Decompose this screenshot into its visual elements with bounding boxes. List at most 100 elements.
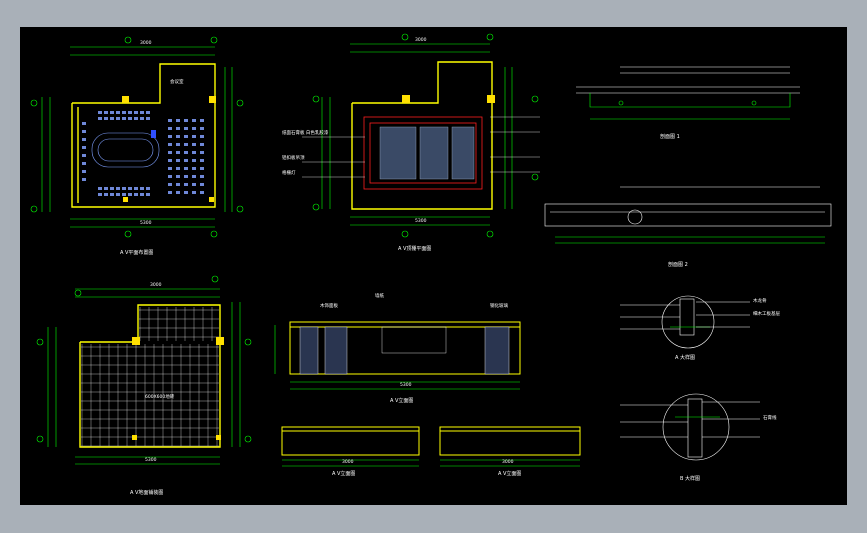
chair: [192, 191, 196, 194]
caption-elev-1: A V立面图: [390, 398, 414, 404]
plan-ceiling-dims: [312, 33, 539, 238]
chair: [176, 167, 180, 170]
chair: [116, 117, 120, 120]
lamp-note: 格栅灯: [282, 171, 296, 176]
chair: [192, 127, 196, 130]
chair: [200, 191, 204, 194]
chair: [104, 111, 108, 114]
chair: [168, 167, 172, 170]
chair: [140, 117, 144, 120]
section-2: [544, 186, 832, 244]
caption-elev-2: A V立面图: [332, 471, 356, 477]
chair: [168, 119, 172, 122]
chair: [104, 117, 108, 120]
chair: [122, 117, 126, 120]
chair: [168, 135, 172, 138]
dim-elev-1-bottom: 5300: [400, 383, 412, 388]
chair: [134, 187, 138, 190]
wall-note-1: 木饰面板: [320, 304, 338, 309]
dim-plan-2-top: 3000: [415, 38, 427, 43]
caption-detail-1: A 大样图: [675, 355, 696, 361]
chair: [184, 183, 188, 186]
elevation-3: [439, 426, 581, 456]
room-name-label: 会议室: [170, 80, 184, 85]
chair: [192, 167, 196, 170]
ceiling-note-1: 纸面石膏板 白色乳胶漆: [282, 131, 329, 136]
chair: [104, 193, 108, 196]
chair: [192, 143, 196, 146]
chair: [184, 127, 188, 130]
chair: [146, 111, 150, 114]
chair: [176, 119, 180, 122]
dim-elev-2-bottom: 3000: [342, 460, 354, 465]
elevation-1-panels: [299, 326, 510, 375]
caption-plan-2: A V顶棚平面图: [398, 246, 432, 252]
plan-floor-columns: [132, 337, 224, 440]
chair: [82, 154, 86, 157]
caption-section-2: 剖面图 2: [668, 262, 688, 268]
chair: [122, 187, 126, 190]
chair: [176, 135, 180, 138]
caption-plan-1: A V平面布置图: [120, 250, 154, 256]
caption-section-1: 剖面图 1: [660, 134, 680, 140]
chair: [168, 183, 172, 186]
chair: [192, 119, 196, 122]
chair: [128, 111, 132, 114]
chair: [192, 159, 196, 162]
chair: [176, 143, 180, 146]
floor-tile-label: 600X600地砖: [145, 395, 175, 400]
chair: [82, 146, 86, 149]
elevation-1-dims: [274, 325, 520, 390]
chair: [200, 167, 204, 170]
chair: [146, 187, 150, 190]
chair: [176, 191, 180, 194]
chair: [192, 151, 196, 154]
plan-floor-dims: [36, 275, 252, 465]
chair: [184, 191, 188, 194]
elevation-2: [281, 426, 420, 456]
dim-plan-1-bottom: 5300: [140, 221, 152, 226]
chair: [110, 117, 114, 120]
ceiling-note-2: 铝扣板吊顶: [282, 156, 305, 161]
detail-note-3: 石膏线: [763, 416, 777, 421]
chair: [122, 111, 126, 114]
chair: [98, 193, 102, 196]
chair: [168, 127, 172, 130]
chair: [184, 159, 188, 162]
caption-detail-2: B 大样图: [680, 476, 701, 482]
chair: [110, 193, 114, 196]
chair: [200, 119, 204, 122]
detail-note-2: 细木工板基层: [753, 312, 780, 317]
chair: [134, 111, 138, 114]
chair: [122, 193, 126, 196]
chair: [82, 130, 86, 133]
chair: [176, 159, 180, 162]
chair: [184, 167, 188, 170]
chair: [200, 159, 204, 162]
chair: [168, 175, 172, 178]
chair: [128, 193, 132, 196]
chair: [82, 162, 86, 165]
chair: [98, 117, 102, 120]
chair: [184, 135, 188, 138]
chair: [98, 187, 102, 190]
glass-note: 钢化玻璃: [490, 304, 508, 309]
chair: [200, 175, 204, 178]
chair: [184, 119, 188, 122]
plan-furniture-seating: [91, 132, 160, 168]
chair: [140, 111, 144, 114]
section-1: [576, 66, 800, 120]
chair: [200, 127, 204, 130]
chair: [200, 151, 204, 154]
chair: [128, 117, 132, 120]
detail-note-1: 木龙骨: [753, 299, 767, 304]
plan-furniture-columns: [122, 96, 216, 202]
chair: [116, 193, 120, 196]
chair: [192, 175, 196, 178]
caption-elev-3: A V立面图: [498, 471, 522, 477]
cad-drawing-canvas[interactable]: A V平面布置图 A V顶棚平面图 A V地面铺装图 A V立面图 A V立面图…: [20, 27, 847, 505]
chair: [146, 117, 150, 120]
chair: [176, 183, 180, 186]
plan-furniture-layout: [30, 36, 244, 238]
plan-ceiling-panels: [363, 116, 483, 190]
